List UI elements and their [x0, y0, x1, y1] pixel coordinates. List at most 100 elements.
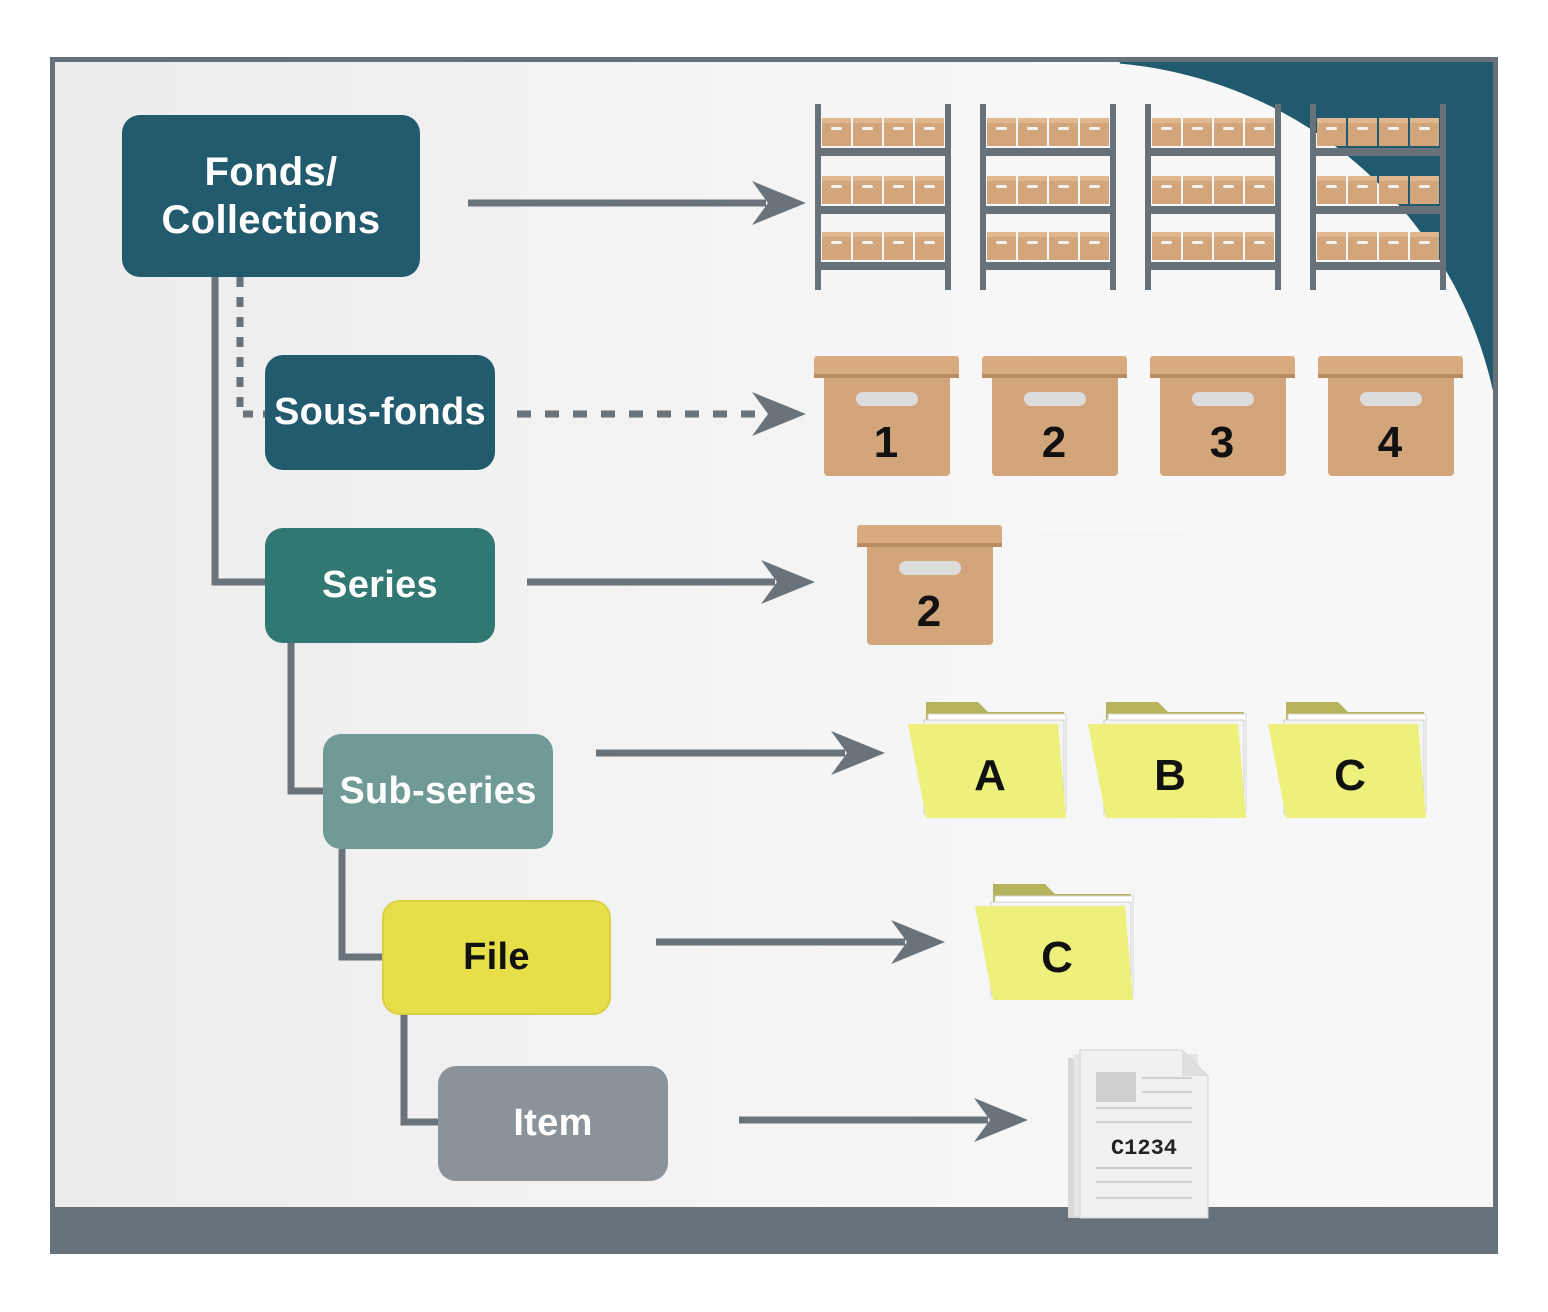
shelf-box-handle [1089, 185, 1100, 188]
shelf-board [1145, 206, 1281, 214]
shelf-box-lid [1080, 176, 1109, 181]
shelf-box-handle [1192, 185, 1203, 188]
shelf-box-handle [1326, 127, 1337, 130]
shelf-box-lid [884, 176, 913, 181]
document-corner-fold [1182, 1050, 1208, 1076]
shelf-box-lid [1379, 232, 1408, 237]
tree-connector [400, 1015, 441, 1126]
shelf-board [1310, 148, 1446, 156]
shelf-box-lid [1214, 118, 1243, 123]
shelf-box-handle [1357, 185, 1368, 188]
shelf-box-lid [1152, 232, 1181, 237]
folder-letter: A [974, 751, 1006, 800]
shelf-box-handle [1419, 241, 1430, 244]
box-lid-edge [1318, 374, 1463, 378]
shelf-box-handle [1223, 127, 1234, 130]
box-lid [814, 356, 959, 378]
shelf-box-lid [1348, 176, 1377, 181]
level-label: File [463, 935, 530, 978]
shelving-unit [1145, 104, 1281, 290]
shelf-box-handle [893, 127, 904, 130]
arrow-head [752, 181, 806, 225]
folder-front [1268, 724, 1426, 818]
shelf-box-handle [1419, 185, 1430, 188]
shelf-box-handle [1192, 127, 1203, 130]
shelf-box-handle [1192, 241, 1203, 244]
shelving-unit [815, 104, 951, 290]
subseries-folder: C [1268, 702, 1427, 818]
shelf-box-lid [915, 232, 944, 237]
tree-connector [236, 277, 268, 418]
shelf-post [945, 104, 951, 290]
box-lid-edge [1150, 374, 1295, 378]
level-arrow [517, 392, 806, 436]
shelf-post [1110, 104, 1116, 290]
level-label: Sous-fonds [274, 390, 486, 433]
level-sous-fonds: Sous-fonds [265, 355, 495, 470]
box-lid-edge [814, 374, 959, 378]
box-handle [856, 392, 918, 406]
folder-front [1088, 724, 1246, 818]
shelf-box-lid [1410, 176, 1439, 181]
shelf-box-lid [1379, 118, 1408, 123]
shelf-box-lid [1214, 232, 1243, 237]
shelf-box-handle [1027, 127, 1038, 130]
shelf-box-lid [822, 176, 851, 181]
shelf-box-handle [1223, 185, 1234, 188]
shelf-board [1145, 148, 1281, 156]
shelf-box-handle [1058, 127, 1069, 130]
shelf-box-handle [1326, 185, 1337, 188]
level-fonds-collections: Fonds/ Collections [122, 115, 420, 277]
archive-box: 4 [1318, 356, 1463, 476]
shelf-box-handle [1254, 127, 1265, 130]
box-lid-edge [857, 543, 1002, 547]
shelf-box-lid [822, 118, 851, 123]
shelf-box-handle [831, 127, 842, 130]
subseries-folder: B [1088, 702, 1247, 818]
shelf-box-lid [1183, 118, 1212, 123]
document-photo [1096, 1072, 1136, 1102]
shelf-box-handle [1357, 127, 1368, 130]
shelf-box-lid [1080, 118, 1109, 123]
box-body [1160, 374, 1286, 476]
level-arrow [739, 1098, 1028, 1142]
shelf-box-lid [987, 118, 1016, 123]
shelf-box-lid [1183, 232, 1212, 237]
document-code: C1234 [1111, 1136, 1177, 1161]
shelf-box-lid [1018, 118, 1047, 123]
shelf-box-handle [893, 241, 904, 244]
shelf-box-lid [915, 176, 944, 181]
box-body [824, 374, 950, 476]
archive-box: 3 [1150, 356, 1295, 476]
shelf-box-lid [1245, 232, 1274, 237]
shelf-box-lid [822, 232, 851, 237]
shelf-box-handle [862, 127, 873, 130]
shelf-box-lid [853, 232, 882, 237]
shelf-box-lid [987, 232, 1016, 237]
shelf-box-handle [996, 241, 1007, 244]
shelf-board [815, 148, 951, 156]
shelf-box-handle [1254, 241, 1265, 244]
shelf-box-handle [893, 185, 904, 188]
shelf-box-lid [1379, 176, 1408, 181]
level-item: Item [438, 1066, 668, 1181]
series-archive-box: 2 [857, 525, 1002, 645]
shelving-unit [1310, 104, 1446, 290]
shelf-box-handle [1357, 241, 1368, 244]
shelf-box-handle [924, 185, 935, 188]
shelf-post [1145, 104, 1151, 290]
level-label-line-2: Collections [161, 198, 381, 242]
box-number: 1 [874, 418, 898, 467]
arrow-head [974, 1098, 1028, 1142]
subseries-folder: A [908, 702, 1067, 818]
level-arrow [656, 920, 945, 964]
shelf-box-lid [915, 118, 944, 123]
shelf-board [1145, 262, 1281, 270]
shelf-box-lid [1348, 118, 1377, 123]
shelf-box-handle [1388, 127, 1399, 130]
level-arrow [596, 731, 885, 775]
shelf-box-handle [996, 127, 1007, 130]
box-body [867, 543, 993, 645]
shelf-post [1440, 104, 1446, 290]
shelf-board [1310, 262, 1446, 270]
